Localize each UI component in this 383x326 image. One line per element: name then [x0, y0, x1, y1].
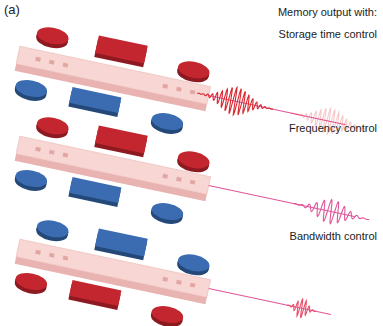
electrode-disc	[176, 59, 211, 81]
waveguide-hole	[63, 256, 69, 261]
waveguide-hole	[49, 150, 55, 155]
waveguide-hole	[190, 283, 196, 288]
light-pulse	[288, 101, 370, 142]
waveguide-hole	[49, 60, 55, 65]
waveguide-hole	[176, 177, 182, 182]
electrode-disc	[176, 252, 211, 274]
waveguide-hole	[190, 180, 196, 185]
output-beam	[209, 186, 356, 217]
electrode-disc	[150, 110, 185, 132]
electrode-pad	[69, 177, 121, 203]
heading-label: Memory output with:	[278, 6, 377, 19]
electrode-pad	[95, 35, 148, 63]
panel-label: (a)	[4, 2, 20, 18]
electrode-disc	[14, 270, 49, 292]
electrode-pad	[69, 87, 121, 113]
waveguide-hole	[176, 87, 182, 92]
waveguide-hole	[63, 153, 69, 158]
waveguide-hole	[162, 84, 168, 89]
row-label: Bandwidth control	[290, 230, 377, 243]
light-pulse	[194, 80, 276, 123]
light-pulse	[290, 192, 371, 231]
electrode-disc	[150, 200, 185, 222]
electrode-disc	[35, 218, 70, 240]
electrode-disc	[35, 25, 70, 47]
row-label: Storage time control	[279, 28, 377, 41]
waveguide-hole	[162, 174, 168, 179]
electrode-disc	[14, 167, 49, 189]
waveguide-hole	[162, 277, 168, 282]
electrode-disc	[150, 303, 185, 325]
row-label: Frequency control	[289, 122, 377, 135]
waveguide-hole	[35, 147, 41, 152]
electrode-pad	[95, 228, 148, 256]
electrode-disc	[14, 77, 49, 99]
waveguide-hole	[35, 57, 41, 62]
memory-device	[8, 213, 338, 326]
waveguide-hole	[49, 253, 55, 258]
waveguide-hole	[35, 250, 41, 255]
waveguide-hole	[190, 90, 196, 95]
memory-device	[8, 110, 376, 265]
electrode-disc	[35, 115, 70, 137]
electrode-disc	[176, 149, 211, 171]
waveguide-hole	[63, 63, 69, 68]
waveguide-hole	[176, 280, 182, 285]
electrode-pad	[69, 280, 121, 306]
light-pulse	[285, 296, 318, 321]
electrode-pad	[95, 125, 148, 153]
